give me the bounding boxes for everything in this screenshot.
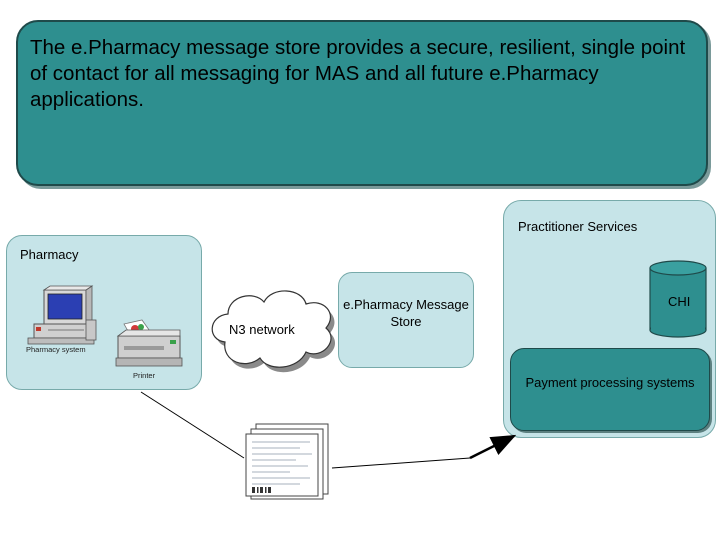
printer-caption: Printer (133, 371, 156, 380)
summary-banner (16, 20, 708, 186)
message-store-label: e.Pharmacy Message Store (343, 297, 469, 329)
cloud-icon (211, 290, 336, 373)
computer-icon (27, 285, 97, 345)
documents-to-payment-arrow (331, 457, 471, 469)
documents-to-payment-arrow-head (469, 434, 517, 460)
database-icon (649, 260, 707, 338)
printer-to-documents-connector (140, 391, 245, 459)
summary-text: The e.Pharmacy message store provides a … (30, 36, 686, 111)
practitioner-services-label: Practitioner Services (518, 219, 638, 234)
payment-processing-box (510, 348, 710, 431)
payment-processing-label: Payment processing systems (525, 375, 695, 390)
prescription-documents-icon (245, 423, 329, 500)
printer-icon (115, 319, 183, 367)
pharmacy-system-caption: Pharmacy system (26, 345, 86, 354)
message-store-box (338, 272, 474, 368)
pharmacy-label: Pharmacy (20, 247, 79, 262)
network-label: N3 network (229, 322, 295, 337)
chi-label: CHI (668, 294, 691, 309)
